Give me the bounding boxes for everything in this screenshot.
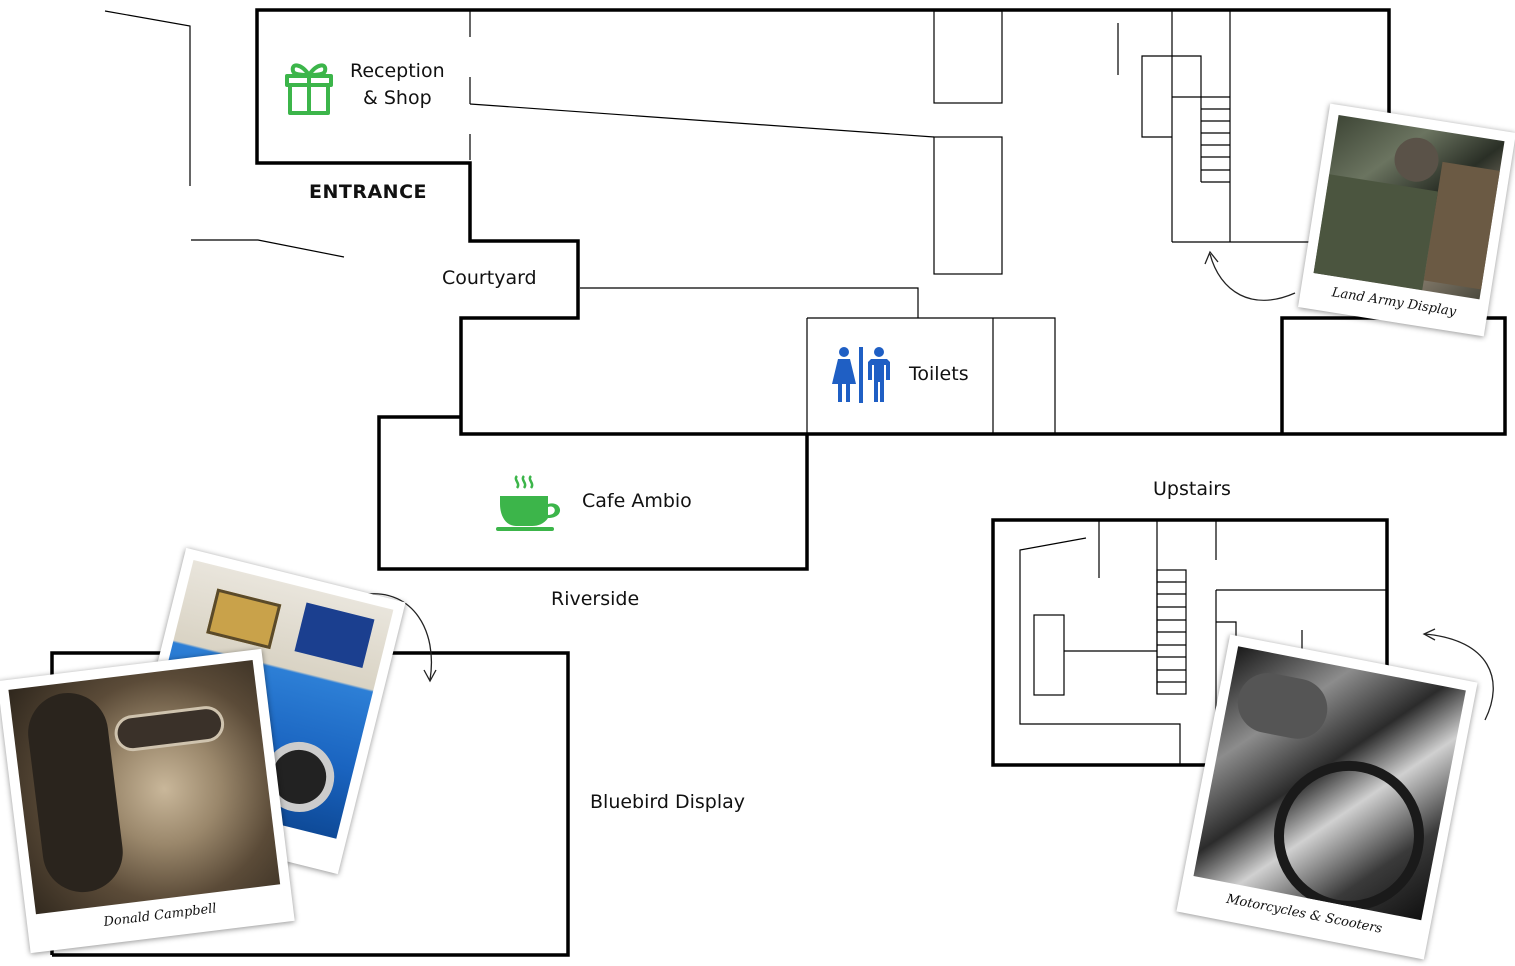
entrance-label: ENTRANCE xyxy=(309,181,427,203)
cafe-label: Cafe Ambio xyxy=(582,490,692,512)
outer-path-line xyxy=(104,10,191,186)
toilets-label: Toilets xyxy=(909,363,969,385)
gift-icon xyxy=(285,63,333,115)
donald-campbell-image xyxy=(8,659,281,915)
riverside-label: Riverside xyxy=(551,588,640,610)
stairs-upstairs xyxy=(1157,581,1186,683)
coffee-cup-icon xyxy=(496,475,561,531)
upstairs-label: Upstairs xyxy=(1153,478,1231,500)
reception-label: Reception xyxy=(350,60,445,82)
bluebird-display-label: Bluebird Display xyxy=(590,791,745,813)
toilets-icon xyxy=(832,347,890,403)
arrow-curve xyxy=(1424,633,1494,721)
donald-campbell-photo: Donald Campbell xyxy=(0,648,295,954)
upstairs-wall xyxy=(991,518,1389,767)
main-building-wall xyxy=(470,8,1391,122)
stairs-downstairs xyxy=(1201,108,1230,183)
shop-label: & Shop xyxy=(363,87,432,109)
display-case xyxy=(1033,614,1065,696)
cafe-wall xyxy=(377,415,809,571)
land-army-photo: Land Army Display xyxy=(1298,103,1515,337)
arrow-curve xyxy=(1209,253,1296,301)
land-army-image xyxy=(1313,115,1505,300)
courtyard-label: Courtyard xyxy=(442,267,537,289)
motorcycles-photo: Motorcycles & Scooters xyxy=(1176,634,1478,960)
display-case xyxy=(933,10,1003,104)
reception-wall xyxy=(255,8,1282,436)
motorcycles-image xyxy=(1193,646,1466,921)
arrow-curve xyxy=(367,593,432,681)
display-case xyxy=(933,136,1003,275)
outer-path-line xyxy=(191,239,345,258)
